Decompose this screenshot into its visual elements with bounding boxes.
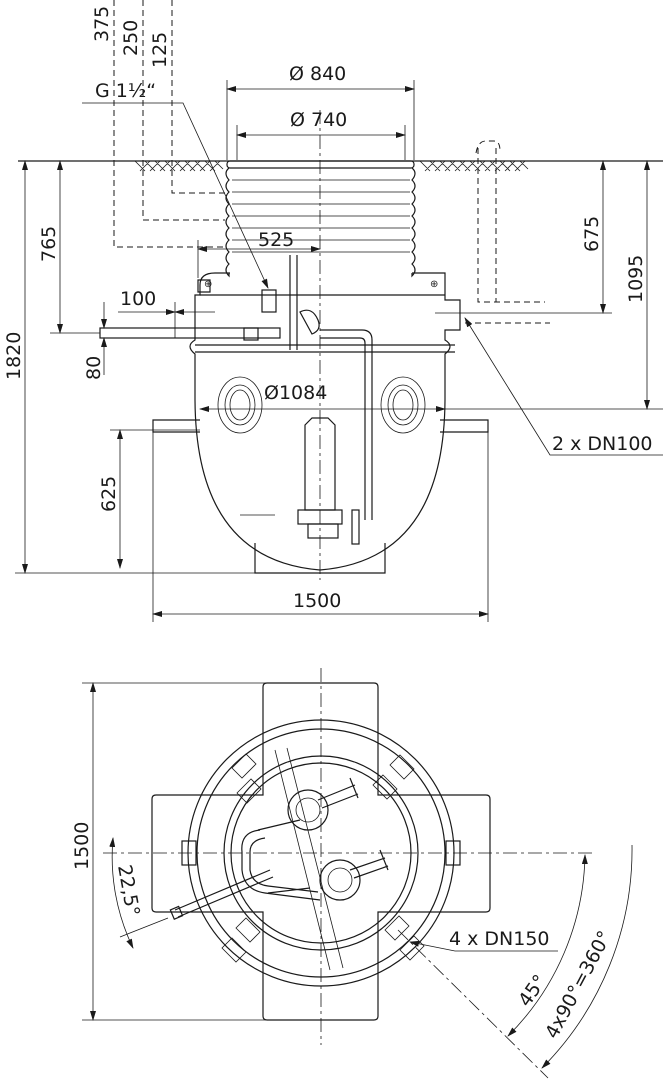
discharge-pipe-top [169,747,344,971]
diag-axis [397,929,549,1079]
pump-top-lower [319,849,389,901]
inlet-label-dn100: 2 x DN100 [552,433,653,455]
lug-left [181,840,197,866]
submersible-pump [240,417,360,545]
dim-100: 100 [120,288,156,310]
lug-right [445,840,461,866]
extension-375 [113,0,225,248]
thread-label: G 1½“ [95,80,156,102]
inlet-sockets [221,753,425,963]
side-view: 375 250 125 G 1½“ Ø 840 Ø 740 525 [3,0,663,622]
anchor-mark-right: ⊕ [430,279,438,290]
shaft-outer-ring [223,755,419,951]
top-view: 1500 22,5° 4 x DN150 45° 4x90°=360° [71,668,633,1079]
dim-250: 250 [120,20,142,56]
inlet-leader [464,317,663,456]
outer-flange-ring [187,719,455,987]
dim-525: 525 [258,229,294,251]
dim-80: 80 [83,356,105,380]
pump-top-upper [287,777,359,831]
ground-hatch-right [419,160,529,172]
angle-arc-45 [507,854,588,1037]
dim-740: Ø 740 [290,109,347,131]
angle-45: 45° [514,971,551,1011]
dim-375: 375 [91,6,113,42]
angle-22-ref [119,917,169,938]
flange-inner-ring [196,728,446,978]
base-cross [151,682,491,1021]
extension-250 [142,0,225,221]
dim-675: 675 [581,216,603,252]
shaft-inner-ring [230,762,412,944]
dim-1095: 1095 [625,255,647,303]
dim-1500-side: 1500 [293,590,341,612]
angle-4x90-360: 4x90°=360° [541,927,616,1042]
thread-leader [82,102,269,289]
dim-1500-top: 1500 [71,822,93,870]
ground-hatch-left [134,160,224,172]
riser-shaft [225,160,416,278]
inlet-left [217,376,263,434]
angle-22-5: 22,5° [113,863,144,918]
dim-1084: Ø1084 [264,382,327,404]
dim-840: Ø 840 [289,63,346,85]
dim-125: 125 [149,32,171,68]
inlet-label-dn150: 4 x DN150 [449,928,550,950]
angle-arc-360 [541,844,633,1069]
inlet-right [380,376,426,434]
vent-pipe-dashed [477,148,545,303]
vent-cap-dashed [475,140,501,154]
dim-1820: 1820 [3,332,25,380]
dim-625: 625 [98,476,120,512]
tank-body: ⊕ ⊕ [152,272,489,574]
dim-765: 765 [38,226,60,262]
angle-arc-22 [109,837,134,949]
extension-125 [171,0,225,194]
anchor-mark-left: ⊕ [204,279,212,290]
